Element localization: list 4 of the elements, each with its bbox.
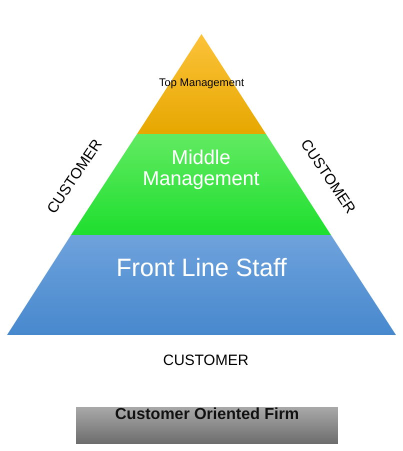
tier-label: Middle Management xyxy=(142,148,260,190)
side-label: CUSTOMER xyxy=(163,352,249,368)
caption-text: Customer Oriented Firm xyxy=(114,407,300,424)
tier-label: Front Line Staff xyxy=(115,255,288,282)
